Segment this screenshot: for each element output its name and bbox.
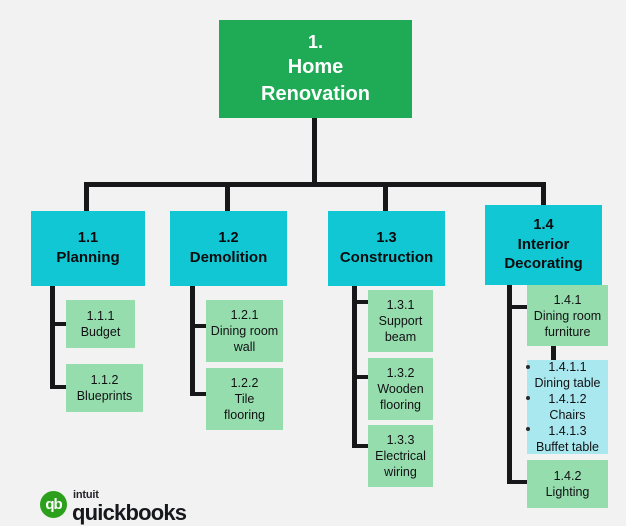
connector-trunk-1-2: [190, 286, 195, 396]
node-label: Demolition: [189, 249, 268, 267]
node-label-line2: Decorating: [504, 255, 583, 273]
subitem-number: 1.4.1.2: [548, 392, 587, 406]
node-number: 1.2.1: [230, 308, 259, 322]
connector-level2-bus: [84, 182, 546, 187]
node-label-line2: wiring: [384, 465, 417, 479]
node-label-line2: Renovation: [261, 83, 370, 106]
node-label-line1: Electrical: [375, 449, 426, 463]
node-1-3-3-electrical-wiring[interactable]: 1.3.3 Electrical wiring: [368, 425, 433, 487]
subitem-1-4-1-1[interactable]: 1.4.1.1 Dining table: [534, 359, 600, 391]
node-1-4-2-lighting[interactable]: 1.4.2 Lighting: [527, 460, 608, 508]
connector-1-4-1-to-sublist: [551, 346, 556, 360]
bullet-icon-1: [526, 365, 530, 369]
node-number: 1.1.1: [86, 309, 115, 323]
node-1-4-1-dining-room-furniture[interactable]: 1.4.1 Dining room furniture: [527, 285, 608, 346]
connector-stub-1-2-1: [190, 324, 206, 328]
node-label-line1: Home: [287, 56, 344, 79]
connector-trunk-1-1: [50, 286, 55, 389]
node-1-1-2-blueprints[interactable]: 1.1.2 Blueprints: [66, 364, 143, 412]
node-number: 1.4: [533, 217, 554, 234]
intuit-wordmark: intuit: [73, 489, 99, 501]
subitem-label: Chairs: [549, 408, 586, 422]
node-1-3-2-wooden-flooring[interactable]: 1.3.2 Wooden flooring: [368, 358, 433, 420]
connector-trunk-1-4: [507, 285, 512, 484]
node-label: Construction: [339, 249, 434, 267]
subitem-number: 1.4.1.1: [548, 360, 587, 374]
node-label-line1: Dining room: [210, 324, 279, 338]
node-number: 1.3.3: [386, 433, 415, 447]
connector-drop-1-3: [383, 182, 388, 212]
node-label-line1: Interior: [517, 235, 570, 253]
node-number: 1.1.2: [90, 373, 119, 387]
node-1-2-demolition[interactable]: 1.2 Demolition: [170, 211, 287, 286]
node-1-1-planning[interactable]: 1.1 Planning: [31, 211, 145, 286]
connector-drop-1-1: [84, 182, 89, 212]
node-label: Budget: [80, 325, 121, 339]
node-1-3-construction[interactable]: 1.3 Construction: [328, 211, 445, 286]
node-label-line2: flooring: [224, 408, 265, 422]
subitem-1-4-1-2[interactable]: 1.4.1.2 Chairs: [548, 391, 586, 423]
quickbooks-mark-icon: qb: [40, 491, 67, 518]
node-label-line1: Dining room: [533, 308, 602, 323]
node-label: Blueprints: [76, 389, 133, 403]
node-1-4-1-subitems-box[interactable]: 1.4.1.1 Dining table 1.4.1.2 Chairs 1.4.…: [527, 360, 608, 454]
node-number: 1.3.2: [386, 366, 415, 380]
node-label: Planning: [56, 249, 120, 267]
node-label: Lighting: [545, 485, 590, 499]
node-number: 1.3.1: [386, 298, 415, 312]
node-1-3-1-support-beam[interactable]: 1.3.1 Support beam: [368, 290, 433, 352]
bullet-icon-2: [526, 396, 530, 400]
node-number: 1.4.2: [553, 469, 582, 483]
quickbooks-mark-text: qb: [45, 496, 62, 513]
connector-stub-1-3-3: [352, 444, 368, 448]
node-number: 1.2: [218, 230, 239, 247]
node-1-2-1-dining-room-wall[interactable]: 1.2.1 Dining room wall: [206, 300, 283, 362]
connector-drop-1-4: [541, 182, 546, 206]
node-label-line2: beam: [384, 330, 417, 344]
node-label-line2: wall: [233, 340, 256, 354]
connector-trunk-1-3: [352, 286, 357, 448]
subitem-label: Buffet table: [535, 440, 599, 454]
node-1-1-1-budget[interactable]: 1.1.1 Budget: [66, 300, 135, 348]
connector-stub-1-2-2: [190, 392, 206, 396]
node-number: 1.2.2: [230, 376, 259, 390]
connector-root-stem: [312, 117, 317, 185]
subitem-number: 1.4.1.3: [548, 424, 587, 438]
node-label-line1: Tile: [234, 392, 255, 406]
subitem-1-4-1-3[interactable]: 1.4.1.3 Buffet table: [536, 423, 599, 455]
node-number: 1.1: [77, 230, 99, 247]
connector-stub-1-3-1: [352, 300, 368, 304]
connector-stub-1-3-2: [352, 375, 368, 379]
node-1-4-interior-decorating[interactable]: 1.4 Interior Decorating: [485, 205, 602, 285]
node-label-line2: flooring: [380, 398, 421, 412]
connector-stub-1-4-1: [507, 305, 527, 309]
quickbooks-wordmark: quickbooks: [72, 500, 187, 525]
node-number: 1.4.1: [553, 292, 582, 307]
subitem-label: Dining table: [534, 376, 601, 390]
node-label-line1: Support: [378, 314, 423, 328]
bullet-icon-3: [526, 427, 530, 431]
connector-stub-1-4-2: [507, 480, 527, 484]
connector-stub-1-1-1: [50, 322, 66, 326]
node-root-home-renovation[interactable]: 1. Home Renovation: [219, 20, 412, 118]
node-1-2-2-tile-flooring[interactable]: 1.2.2 Tile flooring: [206, 368, 283, 430]
connector-stub-1-1-2: [50, 385, 72, 389]
node-label-line2: furniture: [544, 324, 591, 339]
connector-drop-1-2: [225, 182, 230, 212]
node-number: 1.: [307, 31, 323, 52]
node-number: 1.3: [376, 230, 397, 247]
node-label-line1: Wooden: [377, 382, 424, 396]
